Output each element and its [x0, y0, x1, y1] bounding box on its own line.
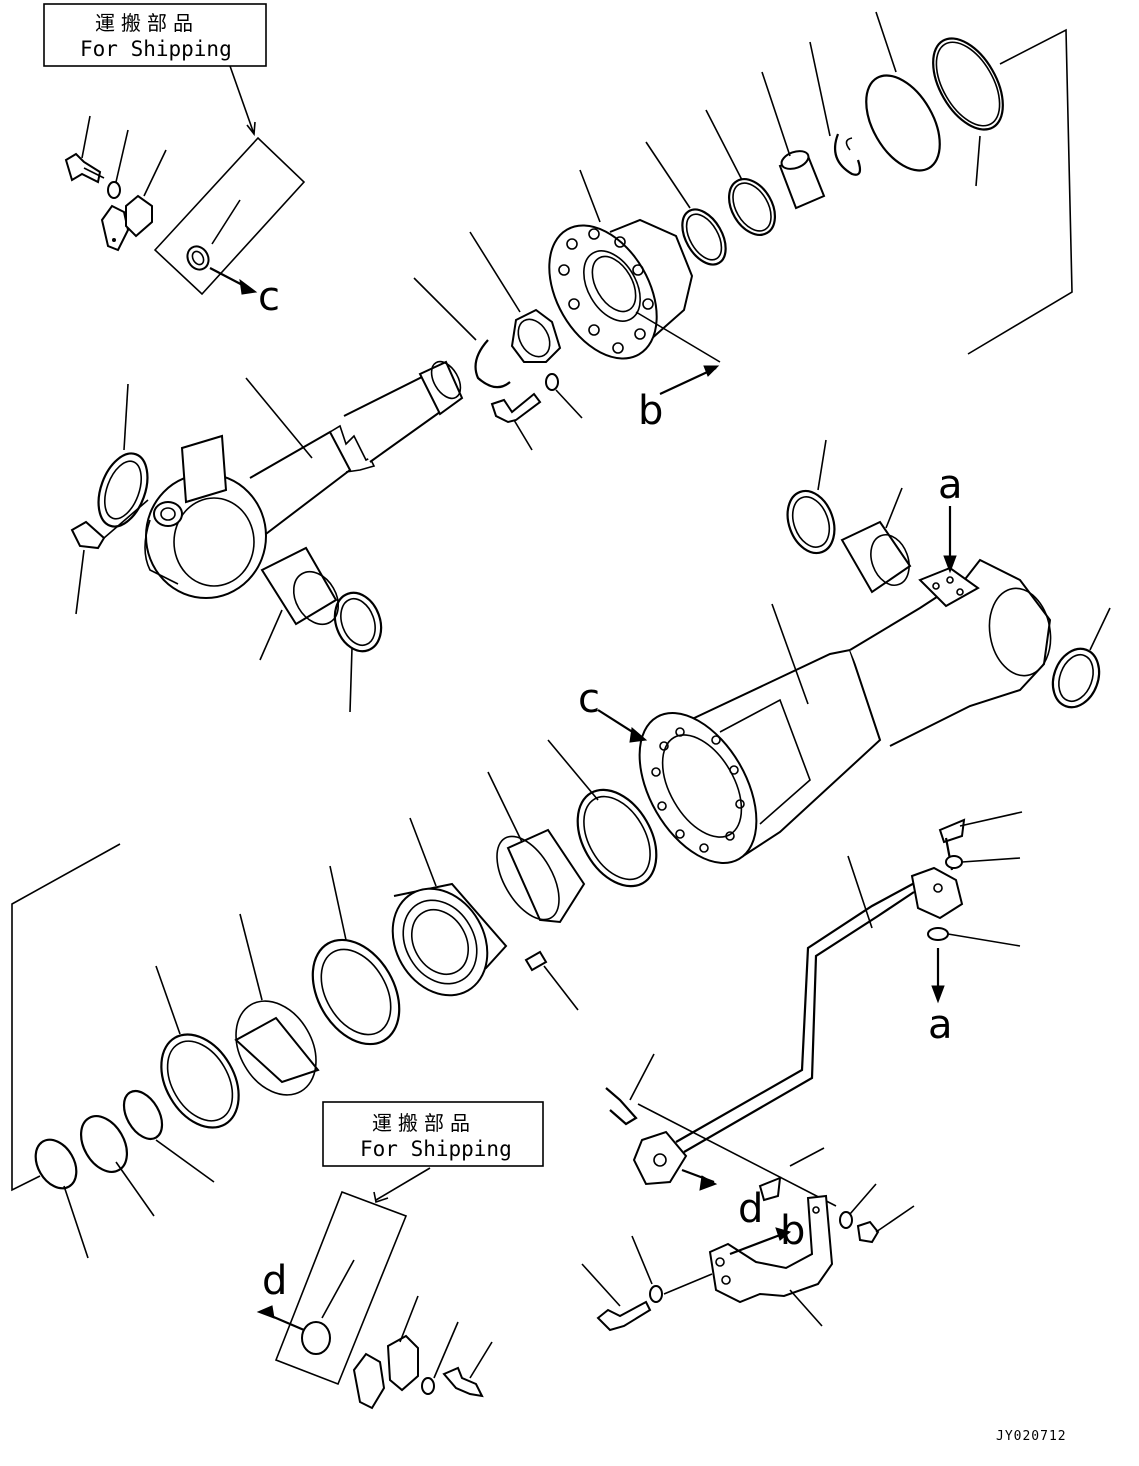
- label-c-lower: c: [578, 676, 600, 722]
- cylinder-tube: a c: [578, 462, 1052, 864]
- label-c-upper: c: [258, 274, 280, 320]
- frame-top-right: [967, 28, 1073, 355]
- label-d-left: d: [262, 1258, 287, 1304]
- label-a-top: a: [938, 462, 963, 508]
- piston-nut-set: [413, 231, 583, 451]
- hydraulic-pipe: a d: [605, 811, 1023, 1232]
- shipping-box-top-en: For Shipping: [80, 37, 232, 61]
- piston-rod: [144, 360, 464, 599]
- shipping-box-bottom: 運搬部品 For Shipping d: [256, 1101, 544, 1386]
- shipping-box-top-jp: 運搬部品: [95, 11, 199, 35]
- clamp-set-top: [64, 115, 167, 252]
- label-b-lower: b: [780, 1208, 805, 1254]
- shipping-box-bottom-jp: 運搬部品: [372, 1111, 476, 1135]
- drawing-code: JY020712: [996, 1429, 1067, 1444]
- cylinder-head: b: [548, 169, 721, 434]
- label-b-upper: b: [638, 388, 663, 434]
- rod-eye-seals: [70, 383, 383, 713]
- label-a-bottom: a: [928, 1002, 953, 1048]
- piston-ring-set: [11, 739, 658, 1259]
- ring-set-top: [645, 11, 1004, 266]
- shipping-panel-top: c: [153, 136, 306, 320]
- label-d-right: d: [738, 1186, 763, 1232]
- pipe-bracket: b: [581, 1147, 915, 1332]
- bottom-end-bushings: [786, 439, 1111, 709]
- shipping-box-bottom-en: For Shipping: [360, 1137, 512, 1161]
- clamp-set-bottom: [352, 1295, 493, 1410]
- shipping-box-top: 運搬部品 For Shipping: [43, 3, 267, 137]
